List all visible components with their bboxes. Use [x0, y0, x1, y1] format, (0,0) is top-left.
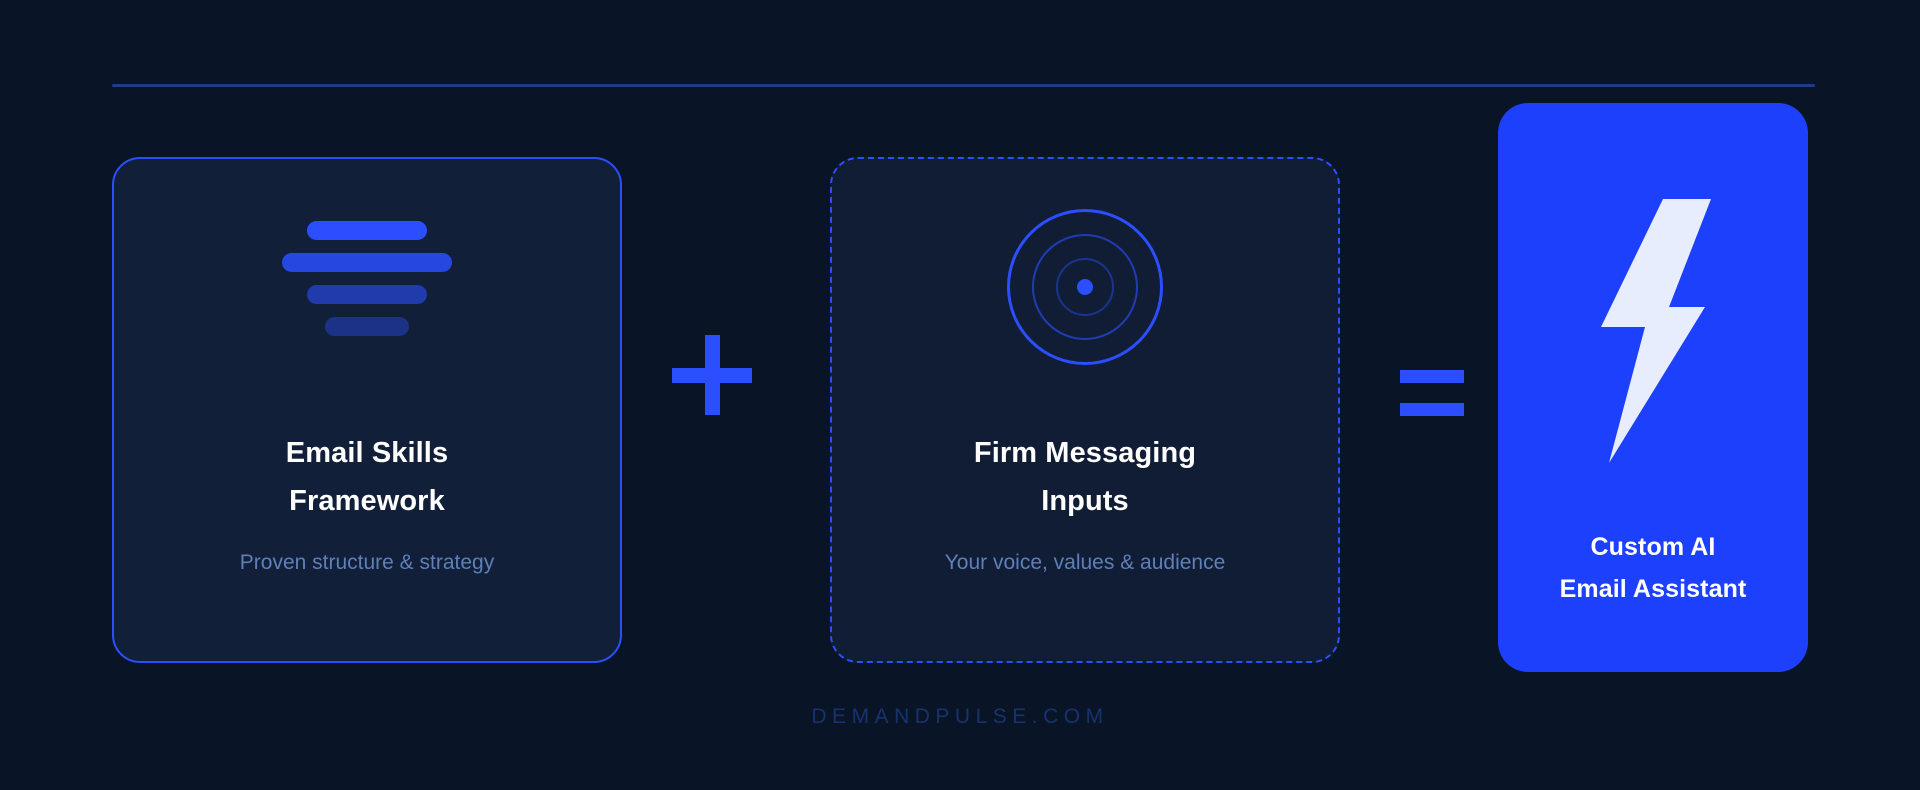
icon-zone [832, 159, 1338, 367]
card-email-skills-framework[interactable]: Email Skills Framework Proven structure … [112, 157, 622, 663]
radar-center-dot [1077, 279, 1093, 295]
plus-vertical-stroke [705, 335, 720, 415]
top-divider [112, 84, 1815, 87]
bar-3 [307, 285, 427, 304]
icon-zone [114, 159, 620, 336]
bar-4 [325, 317, 409, 336]
bar-2 [282, 253, 452, 272]
equals-top-stroke [1400, 370, 1464, 383]
card-title: Email Skills Framework [285, 437, 449, 517]
card-custom-ai-email-assistant[interactable]: Custom AI Email Assistant [1498, 103, 1808, 672]
watermark: DEMANDPULSE.COM [811, 705, 1109, 728]
radar-ring-inner [1056, 258, 1114, 316]
equals-operator-icon [1400, 370, 1464, 416]
radar-ring-middle [1032, 234, 1138, 340]
icon-zone [1498, 103, 1808, 467]
bar-1 [307, 221, 427, 240]
lightning-bolt-icon [1593, 195, 1713, 467]
card-title: Custom AI Email Assistant [1559, 533, 1747, 603]
card-firm-messaging-inputs[interactable]: Firm Messaging Inputs Your voice, values… [830, 157, 1340, 663]
equals-bottom-stroke [1400, 403, 1464, 416]
plus-operator-icon [672, 335, 752, 415]
radar-target-icon [1005, 207, 1165, 367]
stacked-bars-icon [277, 221, 457, 336]
card-title: Firm Messaging Inputs [973, 437, 1197, 517]
card-subtitle: Your voice, values & audience [944, 551, 1226, 574]
card-subtitle: Proven structure & strategy [239, 551, 495, 574]
radar-ring-outer [1007, 209, 1163, 365]
